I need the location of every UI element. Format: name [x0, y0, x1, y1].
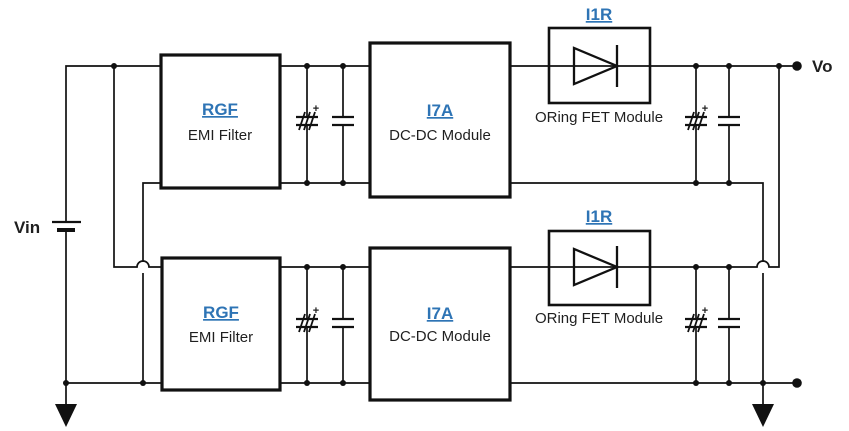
ground-arrow-right-icon: [752, 383, 774, 427]
dcdc-module-box-top: [368, 41, 512, 199]
emi-part-link-bottom[interactable]: RGF: [203, 303, 239, 322]
emi-name-top: EMI Filter: [188, 127, 252, 144]
oring-part-link-top[interactable]: I1R: [586, 5, 612, 24]
polarity-plus-mark: +: [702, 103, 708, 115]
ceramic-capacitor-icon: [718, 66, 740, 183]
ceramic-capacitor-icon: [332, 267, 354, 383]
wire-b-output-to-vo: [650, 66, 780, 268]
ceramic-capacitor-icon: [332, 66, 354, 183]
oring-diode-icon: [549, 246, 650, 288]
ground-arrow-left-icon: [55, 383, 77, 427]
electrolytic-capacitor-icon: +: [296, 267, 319, 383]
wire-a-minus-right-down: [510, 182, 764, 383]
dcdc-module-box-bottom: [368, 246, 512, 402]
emi-name-bottom: EMI Filter: [189, 329, 253, 346]
vin-label: Vin: [14, 218, 40, 237]
oring-part-link-bottom[interactable]: I1R: [586, 207, 612, 226]
polarity-plus-mark: +: [702, 305, 708, 317]
oring-name-bottom: ORing FET Module: [535, 310, 663, 327]
polarity-plus-mark: +: [313, 305, 319, 317]
electrolytic-capacitor-icon: +: [685, 66, 708, 183]
battery-icon: [52, 220, 81, 232]
oring-diode-icon: [549, 45, 650, 87]
ceramic-capacitor-icon: [718, 267, 740, 383]
dcdc-part-link-bottom[interactable]: I7A: [427, 304, 453, 323]
dcdc-part-link-top[interactable]: I7A: [427, 101, 453, 120]
vo-terminal-dot: [792, 61, 802, 71]
vo-label: Vo: [812, 57, 832, 76]
oring-name-top: ORing FET Module: [535, 109, 663, 126]
wire-vin-positive-top: [65, 65, 161, 222]
emi-part-link-top[interactable]: RGF: [202, 100, 238, 119]
junction-dots: [63, 63, 782, 386]
dcdc-name-bottom: DC-DC Module: [389, 328, 491, 345]
electrolytic-capacitor-icon: +: [685, 267, 708, 383]
wire-a-minus-left-down: [142, 182, 161, 383]
return-terminal-dot: [792, 378, 802, 388]
dcdc-name-top: DC-DC Module: [389, 127, 491, 144]
electrolytic-capacitor-icon: +: [296, 66, 319, 183]
wire-vin-positive-branch: [113, 66, 162, 268]
emi-filter-box-bottom: [160, 256, 282, 392]
polarity-plus-mark: +: [313, 103, 319, 115]
emi-filter-box-top: [159, 53, 282, 190]
oring-fet-box-bottom: [547, 229, 652, 307]
